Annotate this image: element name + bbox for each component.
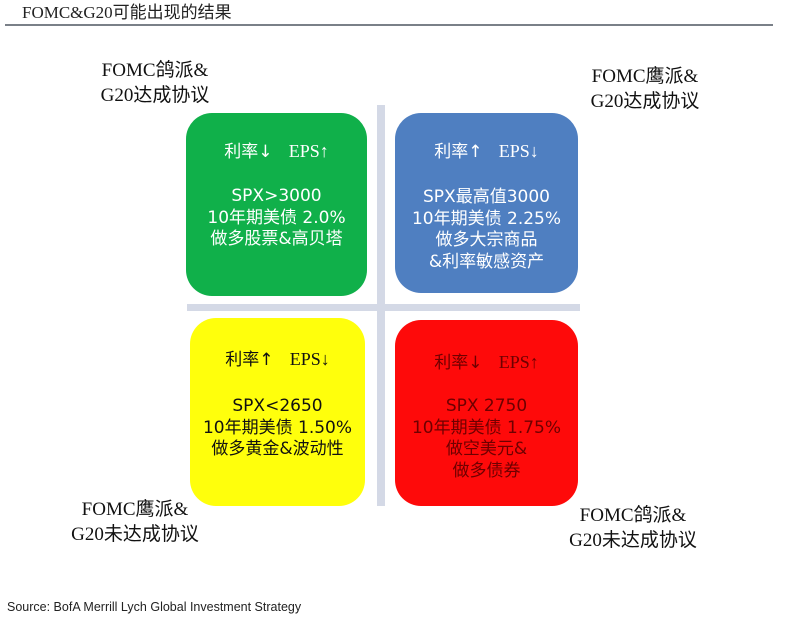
strategy: 做多股票&高贝塔 (210, 229, 343, 249)
spx-target: SPX 2750 (445, 396, 528, 416)
eps-direction: EPS↑ (498, 352, 539, 372)
corner-line: G20达成协议 (100, 85, 210, 106)
treasury-yield: 10年期美债 1.75% (411, 417, 562, 438)
quadrant-body: SPX最高值3000 10年期美债 2.25% 做多大宗商品 &利率敏感资产 (395, 187, 578, 273)
spx-target: SPX<2650 (232, 396, 323, 416)
treasury-yield: 10年期美债 2.25% (411, 208, 562, 229)
source-note: Source: BofA Merrill Lych Global Investm… (7, 600, 302, 614)
strategy: 做空美元& (445, 439, 528, 459)
eps-direction: EPS↑ (288, 141, 329, 161)
treasury-yield: 10年期美债 1.50% (202, 417, 353, 438)
quadrant-body: SPX<2650 10年期美债 1.50% 做多黄金&波动性 (190, 396, 365, 461)
diagram-title: FOMC&G20可能出现的结果 (22, 3, 232, 22)
rate-direction: 利率↑ (225, 350, 274, 370)
quadrant-yellow: 利率↑ EPS↓ SPX<2650 10年期美债 1.50% 做多黄金&波动性 (190, 318, 365, 506)
quadrant-header: 利率↓ EPS↑ (186, 141, 367, 162)
corner-line: FOMC鹰派& (81, 499, 189, 520)
rate-direction: 利率↓ (434, 353, 483, 373)
title-underline (5, 24, 773, 26)
corner-line: FOMC鸽派& (101, 60, 209, 81)
label-hawkish-agreement: FOMC鹰派& G20达成协议 (560, 64, 730, 114)
label-dovish-agreement: FOMC鸽派& G20达成协议 (70, 58, 240, 108)
quadrant-body: SPX>3000 10年期美债 2.0% 做多股票&高贝塔 (186, 186, 367, 251)
corner-line: FOMC鹰派& (591, 66, 699, 87)
quadrant-body: SPX 2750 10年期美债 1.75% 做空美元& 做多债券 (395, 396, 578, 482)
horizontal-axis-divider (187, 304, 580, 311)
label-dovish-no-agreement: FOMC鸽派& G20未达成协议 (548, 503, 718, 553)
corner-line: G20达成协议 (590, 91, 700, 112)
eps-direction: EPS↓ (289, 349, 330, 369)
strategy-cont: &利率敏感资产 (428, 251, 545, 272)
corner-line: FOMC鸽派& (579, 505, 687, 526)
quadrant-header: 利率↑ EPS↓ (190, 349, 365, 370)
spx-target: SPX最高值3000 (423, 187, 550, 207)
quadrant-header: 利率↓ EPS↑ (395, 352, 578, 373)
rate-direction: 利率↑ (434, 142, 483, 162)
strategy: 做多大宗商品 (435, 230, 538, 250)
quadrant-header: 利率↑ EPS↓ (395, 141, 578, 162)
corner-line: G20未达成协议 (569, 530, 697, 551)
eps-direction: EPS↓ (498, 141, 539, 161)
label-hawkish-no-agreement: FOMC鹰派& G20未达成协议 (50, 497, 220, 547)
strategy-cont: 做多债券 (452, 460, 521, 481)
corner-line: G20未达成协议 (71, 524, 199, 545)
treasury-yield: 10年期美债 2.0% (207, 207, 346, 228)
spx-target: SPX>3000 (231, 186, 322, 206)
quadrant-red: 利率↓ EPS↑ SPX 2750 10年期美债 1.75% 做空美元& 做多债… (395, 320, 578, 506)
quadrant-green: 利率↓ EPS↑ SPX>3000 10年期美债 2.0% 做多股票&高贝塔 (186, 113, 367, 296)
strategy: 做多黄金&波动性 (211, 439, 344, 459)
quadrant-blue: 利率↑ EPS↓ SPX最高值3000 10年期美债 2.25% 做多大宗商品 … (395, 113, 578, 293)
rate-direction: 利率↓ (224, 142, 273, 162)
